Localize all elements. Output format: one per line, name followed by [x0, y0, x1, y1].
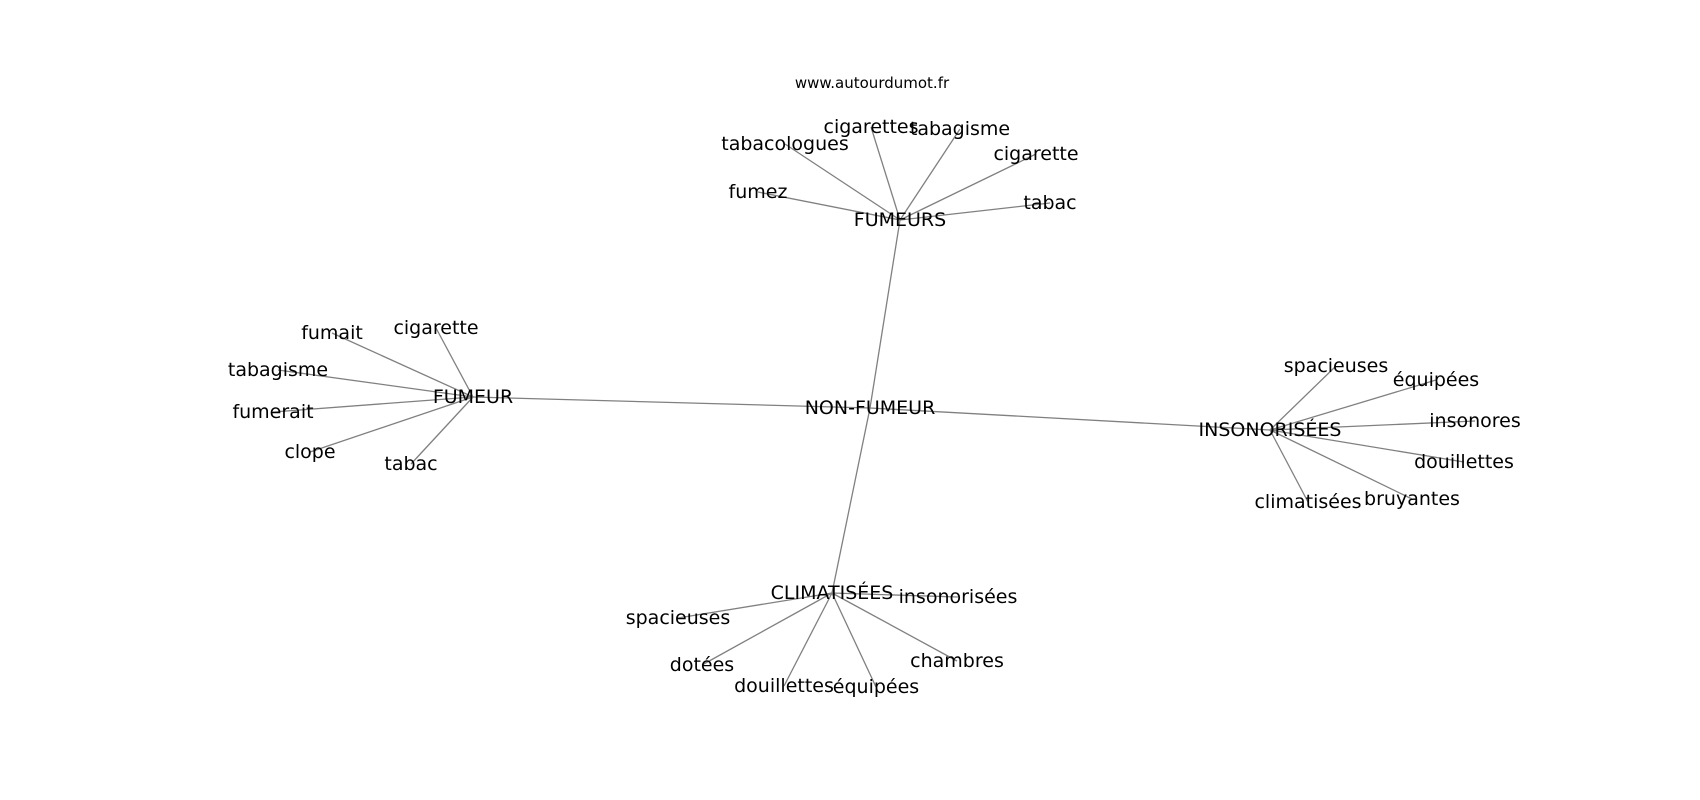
edge-fumeur-clope [309, 396, 474, 453]
edge-fumeur-cigarette [435, 327, 474, 398]
leaf-node-insonorisees-spacieuses: spacieuses [1284, 355, 1389, 377]
leaf-node-fumeur-cigarette: cigarette [393, 317, 478, 339]
hub-node-insonorisees: INSONORISÉES [1199, 418, 1342, 441]
leaf-node-fumeurs-tabacologues: tabacologues [721, 133, 848, 155]
leaf-node-fumeurs-fumez: fumez [729, 181, 788, 203]
edge-climatisees-dotees [701, 592, 833, 666]
edge-fumeur-fumait [331, 332, 474, 398]
edge-fumeurs-tabacologues [784, 143, 901, 221]
leaf-node-fumeur-clope: clope [284, 441, 335, 463]
edges [272, 126, 1476, 688]
leaf-node-climatisees-equipees: équipées [833, 676, 919, 698]
leaf-node-insonorisees-douillettes: douillettes [1414, 451, 1514, 473]
edge-fumeur-tabagisme [277, 369, 474, 398]
edge-fumeurs-tabagisme [899, 128, 961, 221]
leaf-node-climatisees-chambres: chambres [910, 650, 1004, 672]
edge-center-climatisees [831, 407, 871, 594]
leaf-node-fumeur-fumerait: fumerait [232, 401, 313, 423]
edge-insonorisees-bruyantes [1269, 429, 1413, 500]
hub-node-fumeur: FUMEUR [433, 386, 513, 408]
edge-insonorisees-insonores [1269, 420, 1476, 431]
edge-fumeurs-cigarette [899, 153, 1037, 221]
site-url: www.autourdumot.fr [795, 74, 950, 92]
leaf-node-climatisees-insonorisees: insonorisées [899, 586, 1018, 608]
edge-insonorisees-climatisees [1269, 429, 1309, 503]
center-node-non-fumeur: NON-FUMEUR [805, 397, 936, 419]
leaf-node-insonorisees-insonores: insonores [1429, 410, 1521, 432]
leaf-node-insonorisees-climatisees: climatisées [1254, 491, 1361, 513]
edge-fumeurs-cigarettes [870, 126, 901, 221]
edge-fumeur-fumerait [272, 396, 474, 413]
leaf-node-fumeurs-tabac: tabac [1023, 192, 1076, 214]
edge-center-insonorisees [869, 407, 1271, 431]
leaf-node-fumeurs-cigarettes: cigarettes [824, 116, 919, 138]
leaf-node-climatisees-spacieuses: spacieuses [626, 607, 731, 629]
leaf-node-climatisees-dotees: dotées [670, 654, 734, 676]
leaf-node-fumeurs-cigarette: cigarette [993, 143, 1078, 165]
leaf-node-insonorisees-equipees: équipées [1393, 369, 1479, 391]
edge-center-fumeurs [869, 219, 901, 409]
leaf-node-fumeur-fumait: fumait [301, 322, 363, 344]
hub-node-climatisees: CLIMATISÉES [771, 581, 894, 604]
edge-climatisees-chambres [831, 592, 958, 662]
leaf-node-fumeurs-tabagisme: tabagisme [910, 118, 1010, 140]
edge-insonorisees-douillettes [1269, 429, 1465, 463]
edge-climatisees-spacieuses [677, 592, 833, 619]
edge-fumeur-tabac [410, 396, 474, 465]
leaf-node-insonorisees-bruyantes: bruyantes [1364, 488, 1460, 510]
leaf-node-fumeur-tabac: tabac [384, 453, 437, 475]
node-labels: NON-FUMEURFUMEURScigarettestabagismetaba… [228, 116, 1521, 698]
edge-fumeurs-tabac [899, 202, 1051, 221]
edge-insonorisees-equipees [1269, 379, 1437, 431]
edge-climatisees-insonorisees [831, 592, 959, 598]
hub-node-fumeurs: FUMEURS [854, 209, 946, 231]
leaf-node-fumeur-tabagisme: tabagisme [228, 359, 328, 381]
edge-center-fumeur [472, 396, 871, 409]
edge-fumeurs-fumez [757, 191, 901, 221]
edge-climatisees-equipees [831, 592, 877, 688]
edge-climatisees-douillettes [783, 592, 833, 687]
leaf-node-climatisees-douillettes: douillettes [734, 675, 834, 697]
edge-insonorisees-spacieuses [1269, 365, 1337, 431]
